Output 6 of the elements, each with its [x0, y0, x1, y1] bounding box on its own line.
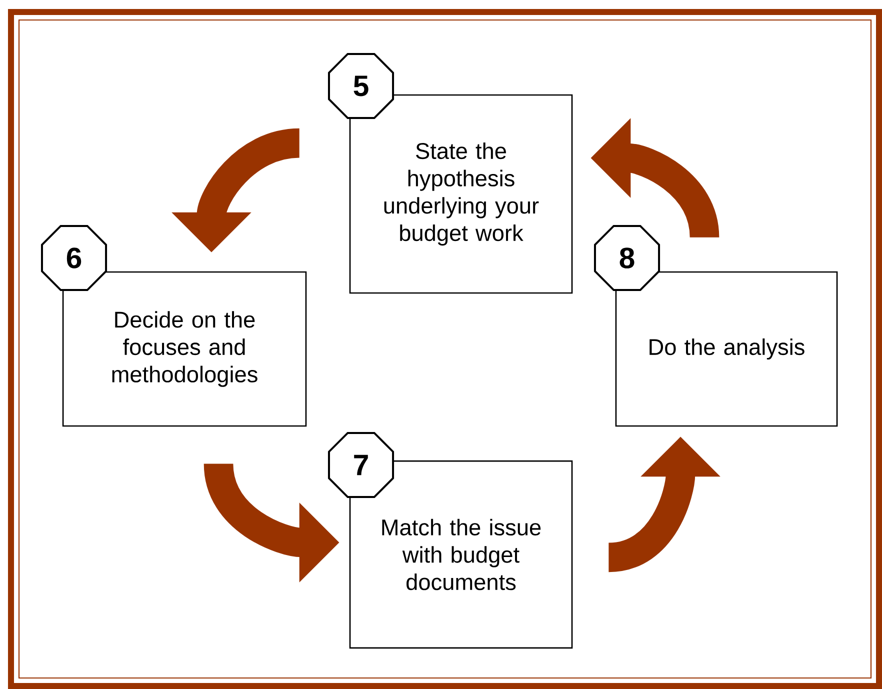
- step-number-octagon: 6: [40, 224, 108, 292]
- step-number-octagon: 5: [328, 52, 394, 120]
- step-number-octagon: 8: [594, 224, 660, 292]
- step-number-octagon: 7: [328, 432, 394, 498]
- step-box: Decide on the focuses and methodologies: [62, 271, 307, 427]
- step-box: Do the analysis: [615, 271, 838, 427]
